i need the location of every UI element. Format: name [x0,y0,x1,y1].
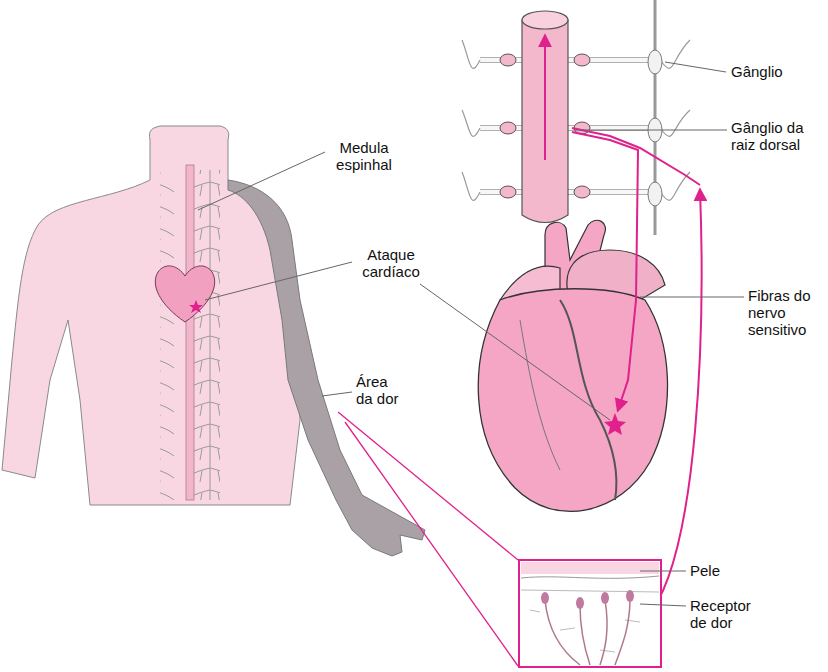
spinal-cord-detail [462,0,690,235]
leader-line [420,284,610,420]
zoom-line [345,422,518,666]
leader-line [665,62,726,72]
torso [2,126,300,505]
ventricles [478,289,667,512]
heart-attack-mark [189,300,203,313]
leader-line [640,571,686,572]
part-label: Fibras do nervo sensitivo [748,287,822,338]
signal-arrow [544,36,546,160]
part-label: Ataque cardíaco [353,246,429,280]
small-heart [155,266,214,322]
leader-lines [198,62,744,606]
part-label: Gânglio [731,63,821,80]
spinal-cord [522,20,568,223]
part-label: Receptor de dor [690,597,764,631]
heart-sensory-fiber [572,132,638,410]
pain-receptor [541,592,549,604]
body-figure [2,126,425,556]
leader-line [205,262,352,300]
spinal-cord-small [186,165,194,500]
pain-receptor [576,597,584,609]
pain-receptor [626,590,634,602]
part-label: Medula espinhal [327,139,401,173]
cord-section [522,11,568,29]
nerve-roots-fill [480,60,660,192]
pain-area-arm [228,180,425,556]
part-label: Gânglio da raiz dorsal [731,119,823,153]
root-ganglion [500,122,516,134]
nerve-endings [545,598,630,665]
heart-detail [520,320,560,470]
skin-line [521,576,659,578]
root-ganglion [574,186,590,198]
root-ganglion [574,54,590,66]
part-label: Pele [690,562,770,579]
part-label: Área da dor [356,373,405,407]
heart-attack-mark [604,413,626,435]
leader-line [198,152,325,210]
inset-frame [519,560,661,667]
heart-illustration [478,220,667,511]
pain-receptor [601,592,609,604]
root-ganglion [500,186,516,198]
skin-sensory-fiber [645,190,701,620]
leader-line [322,392,352,396]
skin-layer [521,562,659,574]
ganglion [648,182,662,206]
coronary-artery [560,300,616,500]
ganglion [648,50,662,74]
leader-line [640,604,686,606]
leader-line [640,297,744,298]
fiber-to-cord [572,128,700,185]
nerve-roots [480,60,660,192]
skin-inset [338,412,661,667]
root-ganglion [500,54,516,66]
leader-line [575,130,727,131]
zoom-line [338,412,518,560]
tissue-texture [521,590,659,652]
